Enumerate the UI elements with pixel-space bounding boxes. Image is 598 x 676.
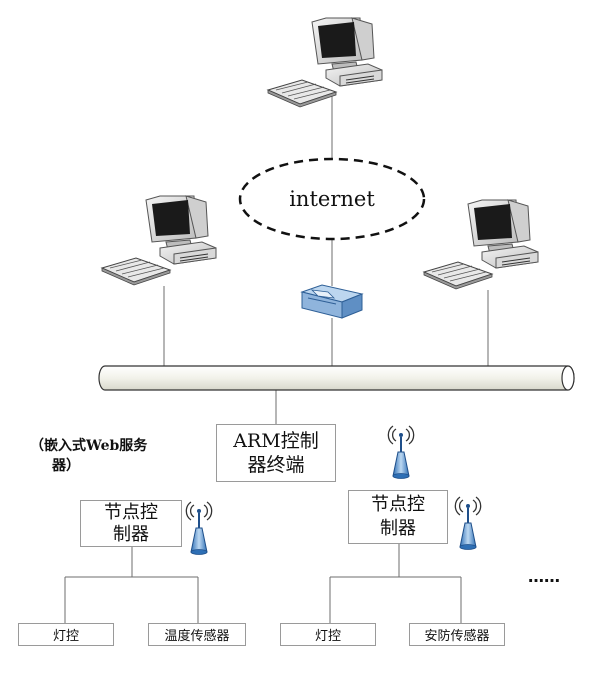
node-right-label-line2: 制器 (380, 518, 416, 539)
web-server-note: （嵌入式Web服务 器） (30, 436, 147, 476)
web-server-note-line2: 器） (52, 458, 80, 474)
antenna-arm-icon (387, 425, 415, 480)
node-controller-right-box: 节点控 制器 (348, 490, 448, 544)
network-bus (98, 365, 575, 391)
computer-top-icon (267, 17, 383, 108)
arm-terminal-label-line2: 器终端 (247, 454, 305, 476)
internet-cloud (238, 157, 426, 241)
device-right-security-label: 安防传感器 (424, 629, 490, 644)
node-controller-left-box: 节点控 制器 (80, 500, 182, 547)
arm-terminal-box: ARM控制 器终端 (216, 424, 336, 482)
internet-label: internet (289, 187, 375, 211)
computer-left-icon (101, 195, 217, 286)
device-box-left-temp-sensor: 温度传感器 (148, 623, 246, 646)
device-box-right-light: 灯控 (280, 623, 376, 646)
node-left-label-line1: 节点控 (104, 501, 158, 523)
node-left-label-line2: 制器 (113, 523, 149, 545)
antenna-node-left-icon (185, 501, 213, 556)
device-box-right-security-sensor: 安防传感器 (409, 623, 505, 646)
router-icon (300, 284, 364, 319)
node-right-label-line1: 节点控 (371, 494, 425, 515)
device-left-light-label: 灯控 (52, 629, 79, 644)
device-left-temp-label: 温度传感器 (164, 629, 230, 644)
connection-lines (64, 94, 489, 624)
antenna-node-right-icon (454, 496, 482, 551)
device-right-light-label: 灯控 (314, 629, 341, 644)
computer-right-icon (423, 199, 539, 290)
web-server-note-line1: （嵌入式Web服务 (30, 438, 148, 454)
device-box-left-light: 灯控 (18, 623, 114, 646)
more-nodes-ellipsis: …… (528, 567, 560, 586)
arm-terminal-label-line1: ARM控制 (233, 430, 319, 452)
